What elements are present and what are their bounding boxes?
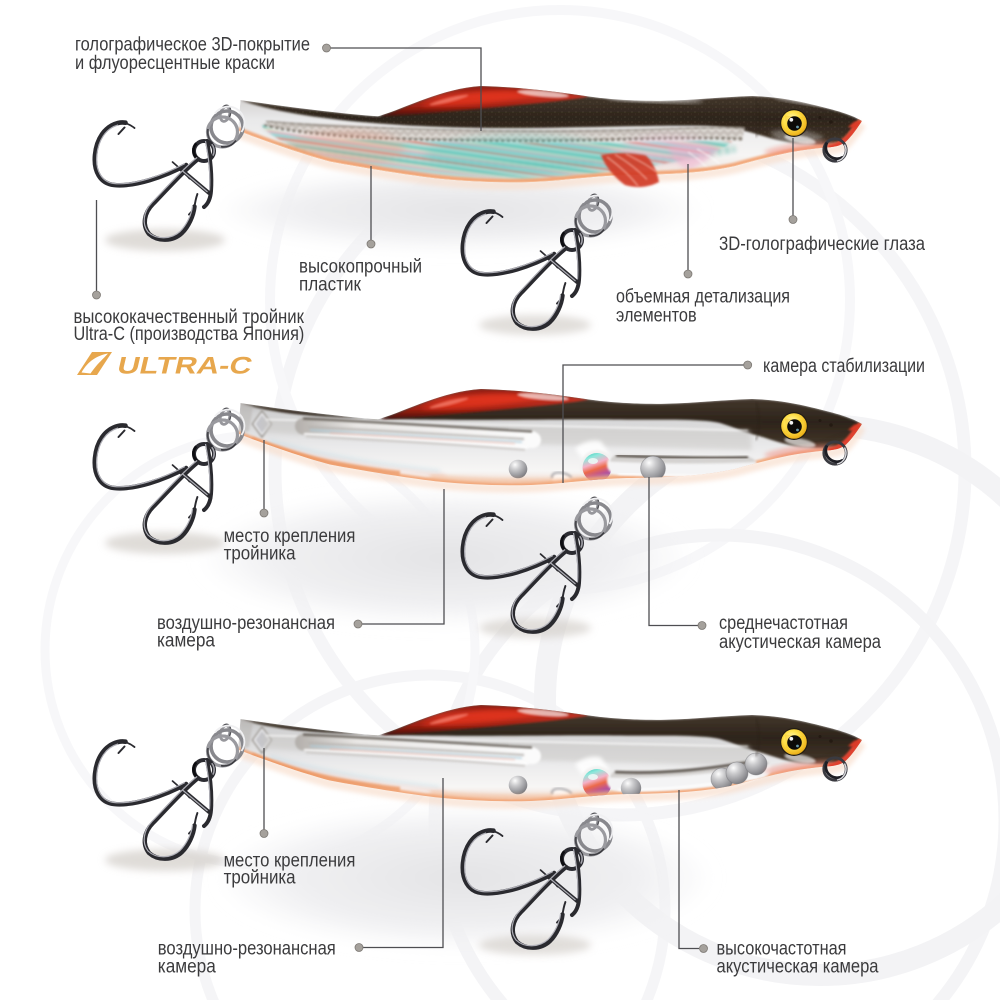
svg-text:акустическая камера: акустическая камера [717, 957, 879, 978]
svg-text:камера стабилизации: камера стабилизации [763, 356, 925, 377]
svg-text:высококачественный тройник: высококачественный тройник [74, 307, 305, 328]
svg-text:3D-голографические глаза: 3D-голографические глаза [719, 234, 925, 255]
svg-text:воздушно-резонансная: воздушно-резонансная [157, 613, 335, 634]
svg-text:тройника: тройника [224, 867, 296, 888]
svg-text:голографическое 3D-покрытие: голографическое 3D-покрытие [75, 35, 310, 56]
svg-text:место крепления: место крепления [224, 850, 356, 871]
svg-text:среднечастотная: среднечастотная [719, 613, 848, 634]
svg-text:высокопрочный: высокопрочный [299, 257, 422, 278]
svg-text:ULTRA-C: ULTRA-C [115, 353, 255, 380]
svg-text:пластик: пластик [299, 275, 362, 296]
svg-text:акустическая камера: акустическая камера [719, 632, 881, 653]
svg-text:объемная детализация: объемная детализация [616, 287, 790, 308]
svg-text:элементов: элементов [616, 306, 697, 327]
svg-text:камера: камера [158, 957, 216, 978]
svg-text:Ultra-C (производства Япония): Ultra-C (производства Япония) [74, 324, 305, 345]
svg-text:высокочастотная: высокочастотная [717, 939, 847, 960]
svg-text:камера: камера [157, 631, 215, 652]
svg-text:тройника: тройника [224, 544, 296, 565]
svg-text:и флуоресцентные краски: и флуоресцентные краски [75, 53, 275, 74]
svg-text:воздушно-резонансная: воздушно-резонансная [158, 939, 336, 960]
svg-text:место крепления: место крепления [224, 526, 356, 547]
